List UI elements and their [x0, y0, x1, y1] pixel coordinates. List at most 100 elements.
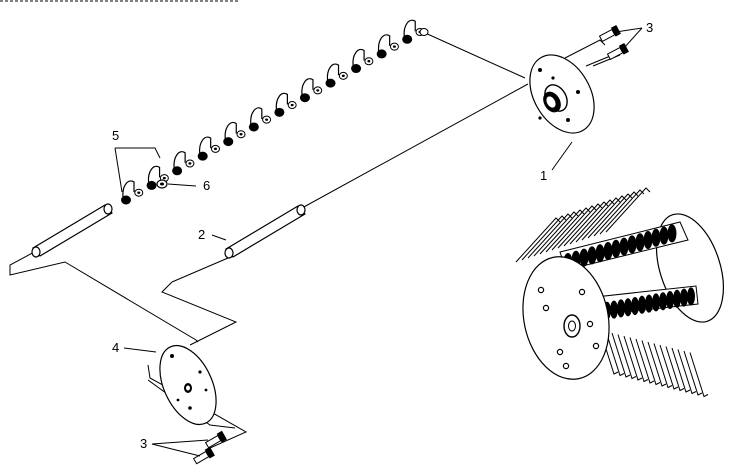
reel-coil: [587, 246, 597, 265]
reel-tine-top: [515, 217, 561, 263]
washer-hole: [265, 118, 269, 121]
reel-coil: [667, 224, 677, 243]
reel-tine-top: [569, 199, 615, 245]
tine-hook: [377, 34, 391, 51]
reel-tine-top: [527, 213, 573, 259]
reel-coil: [687, 287, 695, 306]
coil: [146, 180, 157, 190]
reel-coil: [652, 293, 660, 312]
reel-coil: [666, 291, 674, 309]
washer-hole: [213, 147, 217, 151]
washer-hole: [239, 133, 243, 136]
reel-coil: [619, 237, 629, 256]
reel-coil: [651, 228, 661, 247]
reel-tine-top: [599, 189, 645, 235]
coil: [223, 137, 234, 147]
right-end-plate: [529, 54, 595, 134]
left-shaft: [31, 203, 113, 258]
tine-hook: [250, 107, 263, 125]
left-end-plate: [159, 345, 217, 425]
reel-coil: [680, 288, 688, 307]
tine-hook: [224, 122, 237, 139]
washer-ring: [419, 28, 429, 36]
reel-tine-top: [539, 209, 585, 255]
coil: [325, 78, 336, 88]
reel-tine-bottom: [653, 343, 673, 389]
tine-hook: [199, 136, 212, 154]
washer-hole: [341, 74, 345, 78]
reel-tine-top: [575, 197, 621, 243]
reel-tine-bottom: [623, 335, 643, 381]
reel-tine-bottom: [611, 332, 631, 378]
reel-tine-top: [551, 205, 597, 251]
reel-tine-top: [593, 191, 639, 237]
reel-tine-bottom: [647, 341, 667, 387]
tine-hook: [301, 78, 314, 95]
coil: [274, 107, 285, 117]
top-screws: [598, 24, 629, 61]
reel-coil: [638, 295, 646, 314]
reel-coil: [579, 248, 589, 267]
reel-tine-top: [533, 211, 579, 257]
callout-leaders: [114, 27, 643, 457]
callout-5: 5: [112, 128, 119, 143]
reel-coil: [631, 297, 639, 315]
washer-hole: [162, 176, 166, 180]
reel-tine-top: [563, 201, 609, 247]
tine-hook: [122, 180, 135, 198]
washer: [156, 179, 168, 189]
washer-hole: [188, 162, 192, 165]
tine-hook: [173, 151, 186, 168]
callout-6: 6: [203, 178, 210, 193]
reel-tine-bottom: [665, 346, 685, 392]
reel-coil: [595, 244, 605, 263]
coil: [299, 93, 310, 103]
reel-coil: [659, 226, 669, 245]
reel-coil: [673, 289, 681, 308]
reel-coil: [659, 292, 667, 311]
callout-1: 1: [540, 168, 547, 183]
callout-3-top: 3: [646, 20, 653, 35]
reel-coil: [645, 294, 653, 313]
coil: [248, 122, 259, 132]
coil: [351, 64, 362, 74]
reel-tine-top: [545, 207, 591, 253]
reel-coil: [624, 298, 632, 317]
guide-lines: [9, 31, 621, 449]
reel-tine-top: [521, 215, 567, 261]
reel-tine-bottom: [689, 352, 709, 398]
tine-hook: [326, 63, 340, 81]
reel-coil: [635, 233, 645, 252]
reel-coil: [611, 239, 621, 258]
washer-hole: [392, 45, 396, 48]
center-shaft: [224, 204, 306, 259]
coil: [121, 195, 131, 205]
washer-hole: [290, 103, 294, 107]
tine-hook: [147, 165, 161, 183]
reel-coil: [610, 300, 618, 319]
coil: [197, 151, 208, 161]
callout-3-bottom: 3: [140, 436, 147, 451]
reel-tine-bottom: [659, 344, 679, 390]
washer-hole: [367, 60, 371, 63]
reel-coil: [643, 231, 653, 249]
assembled-reel: [515, 187, 724, 398]
tine-hook: [275, 92, 288, 110]
coil: [172, 166, 183, 176]
reel-tine-top: [605, 187, 651, 233]
spring-tine-row: [121, 19, 429, 205]
tine-hook: [403, 19, 416, 37]
reel-tine-bottom: [635, 338, 655, 384]
washer-hole: [316, 89, 320, 92]
reel-tine-top: [587, 193, 633, 239]
coil: [376, 49, 387, 59]
reel-tine-bottom: [641, 340, 661, 386]
reel-tine-bottom: [617, 334, 637, 380]
reel-coil: [627, 235, 637, 254]
reel-tine-bottom: [605, 331, 625, 377]
reel-tine-bottom: [629, 337, 649, 383]
reel-tine-top: [557, 203, 603, 249]
washer-hole: [137, 191, 141, 194]
coil: [402, 34, 413, 44]
